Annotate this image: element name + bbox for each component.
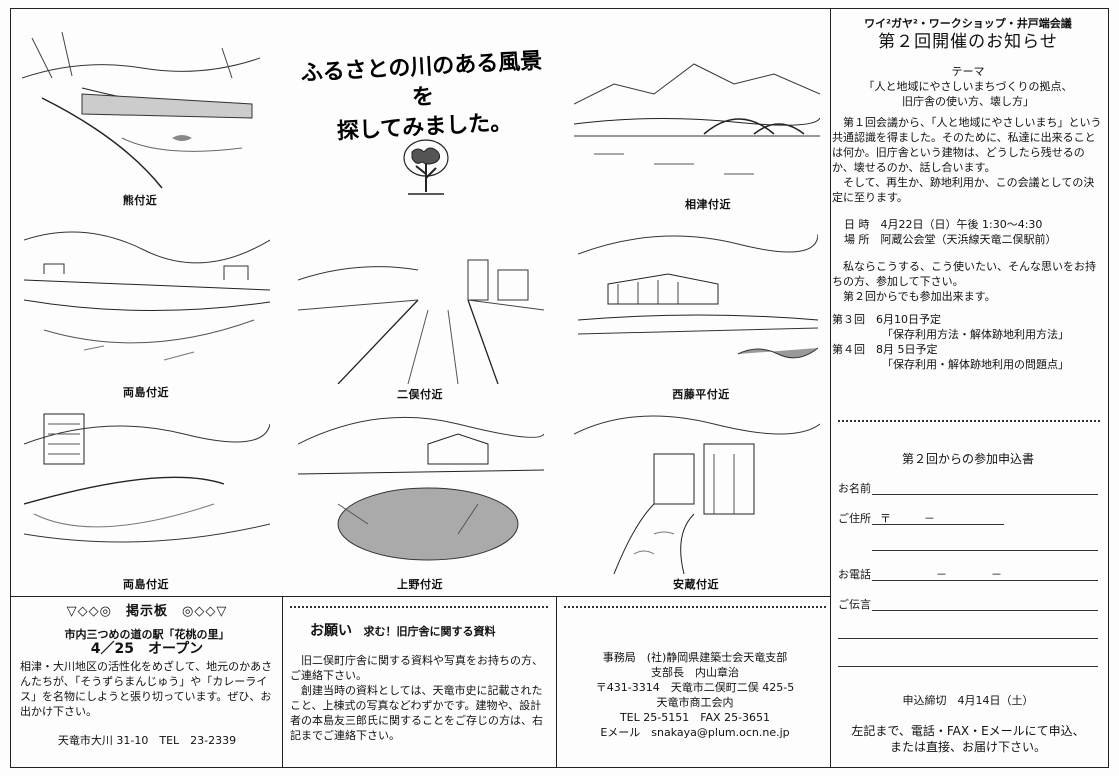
message-label: ご伝言 [838,598,871,611]
board-address: 天竜市大川 31-10 TEL 23-2339 [57,734,237,747]
board-subtitle: 市内三つめの道の駅「花桃の里」 [64,628,230,641]
board-title: ▽◇◇◎ 掲示板 ◎◇◇▽ [66,604,228,619]
notice-paragraph: 私ならこうする、こう使いたい、そんな思いをお持ちの方、参加して下さい。 [832,260,1096,288]
river-sketch [574,404,820,574]
panel-divider-2 [556,596,557,768]
date-line: 日 時 4月22日（日）午後 1:30～4:30 [844,218,1043,231]
instruction: または直接、お届け下さい。 [889,740,1046,754]
notice-title: 第２回開催のお知らせ [878,32,1058,52]
message-field[interactable] [838,666,1098,667]
sketch-caption: 熊付近 [122,194,158,207]
bulletin-board: ▽◇◇◎ 掲示板 ◎◇◇▽ 市内三つめの道の駅「花桃の里」 4／25 オープン … [20,604,274,748]
notice-paragraph: 第２回からでも参加出来ます。 [843,290,996,303]
schedule-3-topic: 「保存利用方法・解体跡地利用方法」 [882,328,1069,341]
river-sketch [574,44,820,192]
notice-paragraph: そして、再生か、跡地利用か、この会議としての決定に至ります。 [832,176,1095,204]
instruction: 左記まで、電話・FAX・Eメールにて申込、 [851,724,1085,738]
request-paragraph: 旧二俣町庁舎に関する資料や写真をお持ちの方、ご連絡下さい。 [290,654,543,682]
request-paragraph: 創建当時の資料としては、天竜市史に記載されたこと、上棟式の写真などわずかです。建… [290,684,543,742]
notice-paragraph: 第１回会議から、「人と地域にやさしいまち」という共通認識を得ました。そのために、… [832,116,1102,174]
river-sketch [298,240,544,384]
sketch-caption: 二俣付近 [397,388,443,401]
series-title: ワイ²ガヤ²・ワークショップ・井戸端会議 [864,17,1072,30]
sketch-caption: 両島付近 [123,578,169,591]
river-sketch [298,404,544,574]
office-line: 支部長 内山章治 [651,666,739,679]
schedule-4-topic: 「保存利用・解体跡地利用の問題点」 [882,358,1069,371]
panel-divider-1 [282,596,283,768]
office-line: 〒431-3314 天竜市二俣町二俣 425-5 [595,681,795,694]
dotted-divider [290,606,548,608]
sketch-caption: 上野付近 [397,578,443,591]
request-title: お願い [310,623,352,639]
river-sketch [24,210,270,380]
form-title: 第２回からの参加申込書 [901,452,1034,466]
name-field[interactable] [872,494,1098,495]
office-line: 天竜市商工会内 [656,696,734,709]
address-label: ご住所 [838,512,871,525]
sketch-caption: 安蔵付近 [673,578,719,591]
dotted-divider [564,606,826,608]
deadline: 申込締切 4月14日（土） [902,694,1034,707]
sketch-caption: 西藤平付近 [672,388,730,401]
schedule-4: 第４回 8月 5日予定 [832,343,938,356]
river-sketch [24,404,270,574]
office-email: Eメール snakaya@plum.ocn.ne.jp [600,726,790,739]
meeting-notice: ワイ²ガヤ²・ワークショップ・井戸端会議 第２回開催のお知らせ テーマ 「人と地… [832,14,1104,372]
address-field[interactable] [872,550,1098,551]
river-sketch [578,224,818,384]
request-subtitle: 求む！旧庁舎に関する資料 [363,625,496,638]
phone-dashes: － － [936,568,1002,581]
column-divider [830,8,831,768]
request-panel: お願い 求む！旧庁舎に関する資料 旧二俣町庁舎に関する資料や写真をお持ちの方、ご… [290,624,550,743]
place-line: 場 所 阿蔵公会堂（天浜線天竜二俣駅前） [844,233,1057,246]
bottom-divider [10,596,830,597]
schedule-3: 第３回 6月10日予定 [832,313,941,326]
dotted-divider [838,420,1100,422]
sketch-caption: 相津付近 [685,198,731,211]
phone-field[interactable] [872,580,1098,581]
theme-label: テーマ [951,65,985,78]
postal-field[interactable] [872,524,1004,525]
message-field[interactable] [838,638,1098,639]
message-field[interactable] [872,610,1098,611]
board-body: 相津・大川地区の活性化をめざして、地元のかあさんたちが、「そうずらまんじゅう」や… [20,660,273,718]
office-line: 事務局 (社)静岡県建築士会天竜支部 [602,651,788,664]
office-info: 事務局 (社)静岡県建築士会天竜支部 支部長 内山章治 〒431-3314 天竜… [564,650,826,740]
river-sketch [22,18,260,190]
name-label: お名前 [838,482,871,495]
theme-text: 旧庁舎の使い方、壊し方」 [902,95,1034,108]
sketch-caption: 両島付近 [123,386,169,399]
tree-illustration [398,134,454,200]
board-subtitle: 4／25 オープン [90,641,204,657]
postal-mark: 〒 － [880,512,935,525]
phone-label: お電話 [838,568,871,581]
office-line: TEL 25-5151 FAX 25-3651 [619,711,771,724]
theme-text: 「人と地域にやさしいまちづくりの拠点、 [863,80,1073,93]
